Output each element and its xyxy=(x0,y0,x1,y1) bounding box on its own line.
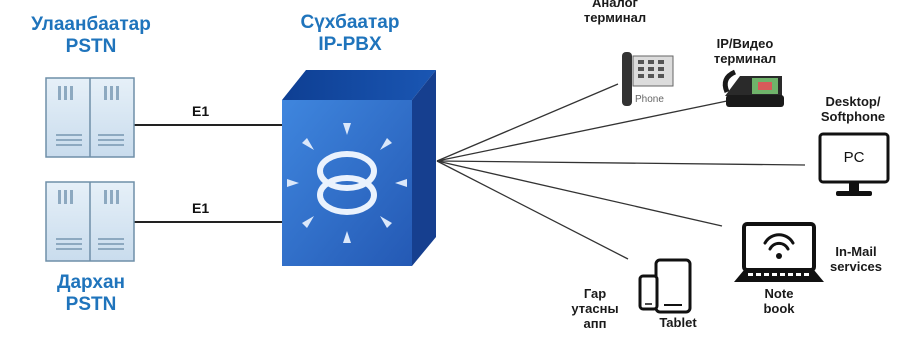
pbx-line2: IP-PBX xyxy=(318,33,382,55)
fanout-links xyxy=(436,83,806,260)
desktop-label: Desktop/ Softphone xyxy=(808,94,898,125)
pstn-top-label: Улаанбаатар PSTN xyxy=(6,14,176,58)
notebook-line1: Note xyxy=(764,286,794,301)
pstn-bottom-line1: Дархан xyxy=(56,272,126,293)
inmail-line2: services xyxy=(829,258,883,274)
notebook-label: Note book xyxy=(742,286,816,317)
e1-top-label: E1 xyxy=(192,103,210,119)
link-tablet xyxy=(436,160,629,260)
inmail-label: In-Mail services xyxy=(818,244,894,275)
pstn-bottom-label: Дархан PSTN xyxy=(6,272,176,316)
pstn-bottom-line2: PSTN xyxy=(65,293,117,315)
link-ipvideo xyxy=(436,100,728,162)
link-notebook xyxy=(436,160,723,227)
link-analog xyxy=(436,83,619,162)
tablet-icon xyxy=(654,258,692,314)
desktop-pc-icon: PC xyxy=(818,132,890,196)
ip-pbx-cube-icon xyxy=(282,70,436,266)
pstn-server-bottom-icon xyxy=(45,181,135,262)
pbx-line1: Сүхбаатар xyxy=(300,12,400,33)
desktop-screen-text: PC xyxy=(844,149,865,166)
mobile-line3: апп xyxy=(583,315,607,331)
notebook-line2: book xyxy=(763,300,795,316)
pstn-top-line1: Улаанбаатар xyxy=(31,14,151,35)
analog-phone-text: Phone xyxy=(635,94,664,105)
inmail-line1: In-Mail xyxy=(835,244,877,259)
ip-video-phone-icon xyxy=(722,69,784,107)
ipvideo-line1: IP/Видео xyxy=(716,36,774,51)
wifi-icon xyxy=(763,233,795,251)
pstn-server-top-icon xyxy=(45,77,135,158)
ipvideo-label: IP/Видео терминал xyxy=(700,36,790,67)
link-desktop xyxy=(436,160,806,166)
tablet-label: Tablet xyxy=(659,315,697,330)
mobile-line2: утасны xyxy=(571,300,619,316)
mobile-app-label: Гар утасны апп xyxy=(560,286,630,332)
e1-bottom-label: E1 xyxy=(192,200,210,216)
pbx-label: Сүхбаатар IP-PBX xyxy=(275,12,425,56)
mobile-line1: Гар xyxy=(583,286,607,301)
ipvideo-line2: терминал xyxy=(713,50,777,66)
mobile-phone-icon xyxy=(638,274,659,311)
pstn-top-line2: PSTN xyxy=(65,35,117,57)
notebook-icon xyxy=(734,222,824,282)
analog-phone-icon: Phone xyxy=(622,52,674,106)
desktop-line1: Desktop/ xyxy=(825,94,881,109)
pbx-logo-icon xyxy=(287,123,407,243)
analog-line2: терминал xyxy=(583,9,647,25)
analog-line1: Аналог xyxy=(592,0,638,10)
desktop-line2: Softphone xyxy=(820,108,886,124)
analog-label: Аналог терминал xyxy=(575,0,655,26)
